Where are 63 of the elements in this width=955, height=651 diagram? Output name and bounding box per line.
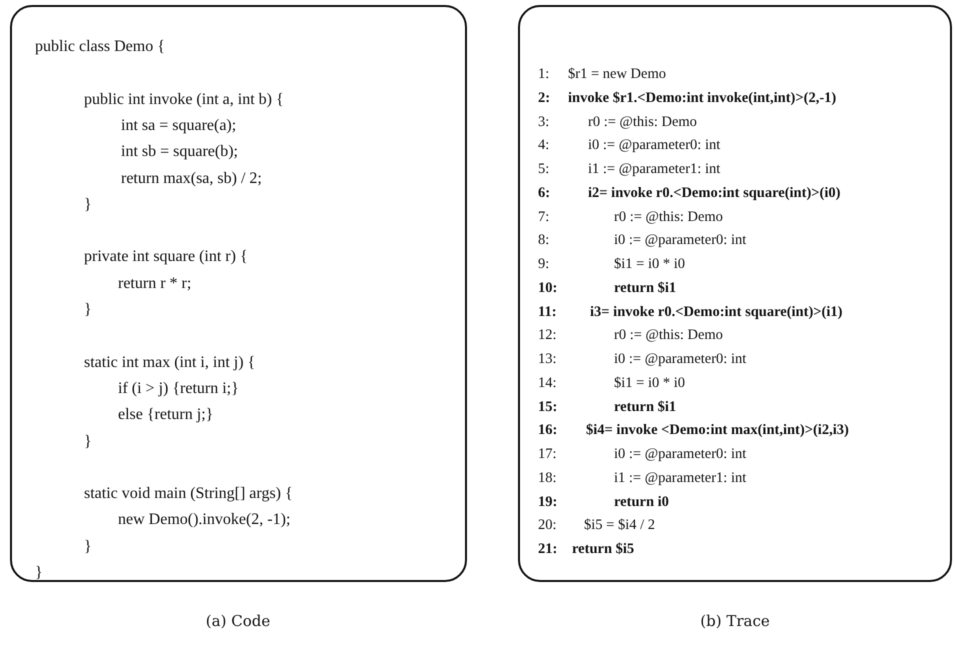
- code-line: }: [84, 196, 92, 213]
- code-panel: [10, 5, 467, 582]
- trace-statement: return $i1: [614, 280, 676, 296]
- trace-statement: i0 := @parameter0: int: [614, 352, 746, 366]
- code-line: int sb = square(b);: [121, 144, 238, 160]
- trace-statement: return $i1: [614, 400, 676, 414]
- line-number: 21:: [538, 542, 558, 556]
- trace-statement: $r1 = new Demo: [568, 67, 666, 82]
- line-number: 13:: [538, 352, 557, 366]
- line-number: 17:: [538, 447, 557, 462]
- panel-caption: (b) Trace: [700, 612, 770, 630]
- line-number: 8:: [538, 233, 550, 248]
- trace-statement: $i1 = i0 * i0: [614, 257, 686, 272]
- line-number: 6:: [538, 186, 550, 200]
- trace-statement: i0 := @parameter0: int: [614, 233, 746, 248]
- line-number: 3:: [538, 114, 550, 129]
- trace-statement: r0 := @this: Demo: [614, 328, 723, 343]
- line-number: 16:: [538, 423, 558, 438]
- trace-statement: i2= invoke r0.<Demo:int square(int)>(i0): [588, 186, 840, 200]
- trace-statement: $i5 = $i4 / 2: [584, 518, 656, 533]
- line-number: 5:: [538, 162, 550, 176]
- trace-statement: $i1 = i0 * i0: [614, 376, 686, 390]
- line-number: 4:: [538, 138, 550, 153]
- line-number: 20:: [538, 518, 557, 533]
- code-line: }: [84, 538, 92, 555]
- trace-statement: i0 := @parameter0: int: [588, 138, 720, 153]
- code-line: static int max (int i, int j) {: [84, 354, 256, 371]
- line-number: 18:: [538, 470, 557, 486]
- line-number: 2:: [538, 90, 550, 106]
- code-line: }: [84, 302, 92, 318]
- code-line: int sa = square(a);: [121, 118, 236, 134]
- code-line: public int invoke (int a, int b) {: [84, 92, 284, 108]
- line-number: 1:: [538, 67, 550, 82]
- trace-statement: r0 := @this: Demo: [614, 210, 723, 224]
- trace-statement: i0 := @parameter0: int: [614, 447, 746, 462]
- code-line: static void main (String[] args) {: [84, 486, 293, 502]
- trace-statement: r0 := @this: Demo: [588, 114, 697, 129]
- trace-statement: i1 := @parameter1: int: [588, 162, 720, 176]
- line-number: 15:: [538, 400, 558, 414]
- trace-statement: i3= invoke r0.<Demo:int square(int)>(i1): [590, 304, 842, 319]
- code-line: }: [35, 565, 43, 581]
- line-number: 10:: [538, 280, 558, 296]
- code-line: new Demo().invoke(2, -1);: [118, 512, 290, 528]
- line-number: 11:: [538, 304, 557, 319]
- code-line: public class Demo {: [35, 39, 165, 55]
- trace-statement: i1 := @parameter1: int: [614, 470, 746, 486]
- trace-statement: return $i5: [572, 542, 634, 556]
- line-number: 14:: [538, 376, 557, 390]
- panel-caption: (a) Code: [206, 612, 270, 630]
- line-number: 12:: [538, 328, 557, 343]
- code-line: private int square (int r) {: [84, 249, 248, 266]
- line-number: 19:: [538, 494, 558, 509]
- code-line: return r * r;: [118, 276, 192, 292]
- line-number: 9:: [538, 257, 550, 272]
- code-line: else {return j;}: [118, 407, 214, 424]
- code-line: }: [84, 434, 92, 450]
- line-number: 7:: [538, 210, 550, 224]
- trace-statement: $i4= invoke <Demo:int max(int,int)>(i2,i3): [586, 423, 849, 438]
- trace-panel: [518, 5, 952, 582]
- trace-statement: invoke $r1.<Demo:int invoke(int,int)>(2,-1): [568, 90, 836, 106]
- code-line: return max(sa, sb) / 2;: [121, 170, 262, 186]
- trace-statement: return i0: [614, 494, 669, 509]
- code-line: if (i > j) {return i;}: [118, 380, 239, 397]
